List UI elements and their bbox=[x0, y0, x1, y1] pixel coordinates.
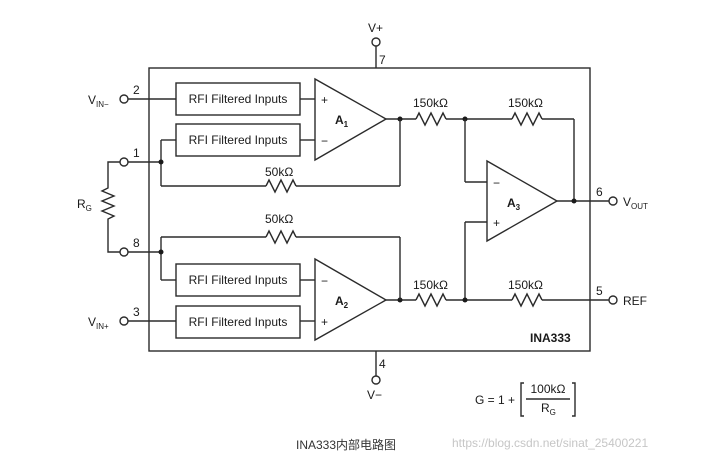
vplus-pin-number: 7 bbox=[379, 53, 386, 67]
vin-plus-pin-number: 3 bbox=[133, 305, 140, 319]
svg-text:+: + bbox=[321, 315, 328, 329]
svg-text:−: − bbox=[321, 134, 328, 148]
formula-numerator: 100kΩ bbox=[531, 382, 566, 396]
rg-bottom-pin-number: 8 bbox=[133, 236, 140, 250]
svg-text:−: − bbox=[493, 176, 500, 190]
rg-top-pin-circle bbox=[119, 157, 129, 167]
vin-plus-label: VIN+ bbox=[88, 315, 109, 331]
vplus-pin-circle bbox=[371, 37, 381, 47]
resistor-50k-bottom bbox=[265, 229, 297, 245]
svg-text:+: + bbox=[321, 93, 328, 107]
chip-name: INA333 bbox=[530, 331, 571, 345]
rg-label: RG bbox=[77, 197, 92, 213]
ref-pin-circle bbox=[608, 295, 618, 305]
rfi-block-4: RFI Filtered Inputs bbox=[175, 305, 301, 339]
gain-formula: G = 1 + 100kΩ RG bbox=[475, 382, 576, 417]
rg-resistor: 1 RG 8 bbox=[77, 146, 161, 257]
amp-a1: + − A1 bbox=[314, 77, 388, 162]
resistor-150k-feedback bbox=[511, 111, 543, 127]
rfi-block-3: RFI Filtered Inputs bbox=[175, 263, 301, 297]
vin-minus-pin-number: 2 bbox=[133, 83, 140, 97]
svg-text:RFI Filtered Inputs: RFI Filtered Inputs bbox=[189, 133, 288, 147]
vplus-label: V+ bbox=[368, 21, 383, 35]
rg-top-junction bbox=[158, 159, 164, 165]
rg-bottom-junction bbox=[158, 249, 164, 255]
resistor-150k-ref bbox=[511, 292, 543, 308]
svg-text:RFI Filtered Inputs: RFI Filtered Inputs bbox=[189, 273, 288, 287]
formula-lhs: G = 1 + bbox=[475, 393, 515, 407]
resistor-50k-top-label: 50kΩ bbox=[265, 165, 293, 179]
vout-pin-circle bbox=[608, 196, 618, 206]
vin-minus-label: VIN− bbox=[88, 93, 109, 109]
rg-top-pin-number: 1 bbox=[133, 146, 140, 160]
vin-minus-pin-circle bbox=[119, 94, 129, 104]
vplus-supply: V+ 7 bbox=[368, 21, 386, 68]
svg-text:−: − bbox=[321, 274, 328, 288]
resistor-50k-bottom-label: 50kΩ bbox=[265, 212, 293, 226]
rfi-block-1: RFI Filtered Inputs bbox=[175, 82, 301, 116]
svg-text:RFI Filtered Inputs: RFI Filtered Inputs bbox=[189, 315, 288, 329]
resistor-150k-in-top-label: 150kΩ bbox=[413, 96, 448, 110]
svg-text:A1: A1 bbox=[335, 113, 349, 129]
vin-plus-input: VIN+ 3 bbox=[88, 305, 176, 331]
vout-label: VOUT bbox=[623, 195, 648, 211]
vminus-label: V− bbox=[367, 388, 382, 402]
vminus-supply: 4 V− bbox=[367, 351, 386, 402]
vminus-pin-circle bbox=[371, 375, 381, 385]
amp-a2: − + A2 bbox=[314, 257, 388, 342]
rg-zigzag bbox=[100, 161, 120, 253]
resistor-150k-in-bottom bbox=[415, 292, 447, 308]
ref-label: REF bbox=[623, 294, 647, 308]
amp-a3: − + A3 bbox=[486, 159, 559, 243]
formula-denominator: RG bbox=[541, 401, 556, 417]
resistor-150k-in-top bbox=[415, 111, 447, 127]
vminus-pin-number: 4 bbox=[379, 357, 386, 371]
rg-bottom-pin-circle bbox=[119, 247, 129, 257]
vin-minus-input: VIN− 2 bbox=[88, 83, 176, 109]
chip-outline bbox=[148, 67, 591, 352]
svg-text:A2: A2 bbox=[335, 294, 349, 310]
svg-text:RFI Filtered Inputs: RFI Filtered Inputs bbox=[189, 92, 288, 106]
svg-text:A3: A3 bbox=[507, 196, 521, 212]
svg-text:+: + bbox=[493, 216, 500, 230]
figure-caption: INA333内部电路图 bbox=[296, 438, 397, 452]
vin-plus-pin-circle bbox=[119, 316, 129, 326]
resistor-150k-ref-label: 150kΩ bbox=[508, 278, 543, 292]
watermark-url: https://blog.csdn.net/sinat_25400221 bbox=[452, 436, 649, 450]
resistor-50k-top bbox=[265, 178, 297, 194]
vout-pin-number: 6 bbox=[596, 185, 603, 199]
ref-pin-number: 5 bbox=[596, 284, 603, 298]
rfi-block-2: RFI Filtered Inputs bbox=[175, 123, 301, 157]
resistor-150k-in-bottom-label: 150kΩ bbox=[413, 278, 448, 292]
resistor-150k-feedback-label: 150kΩ bbox=[508, 96, 543, 110]
